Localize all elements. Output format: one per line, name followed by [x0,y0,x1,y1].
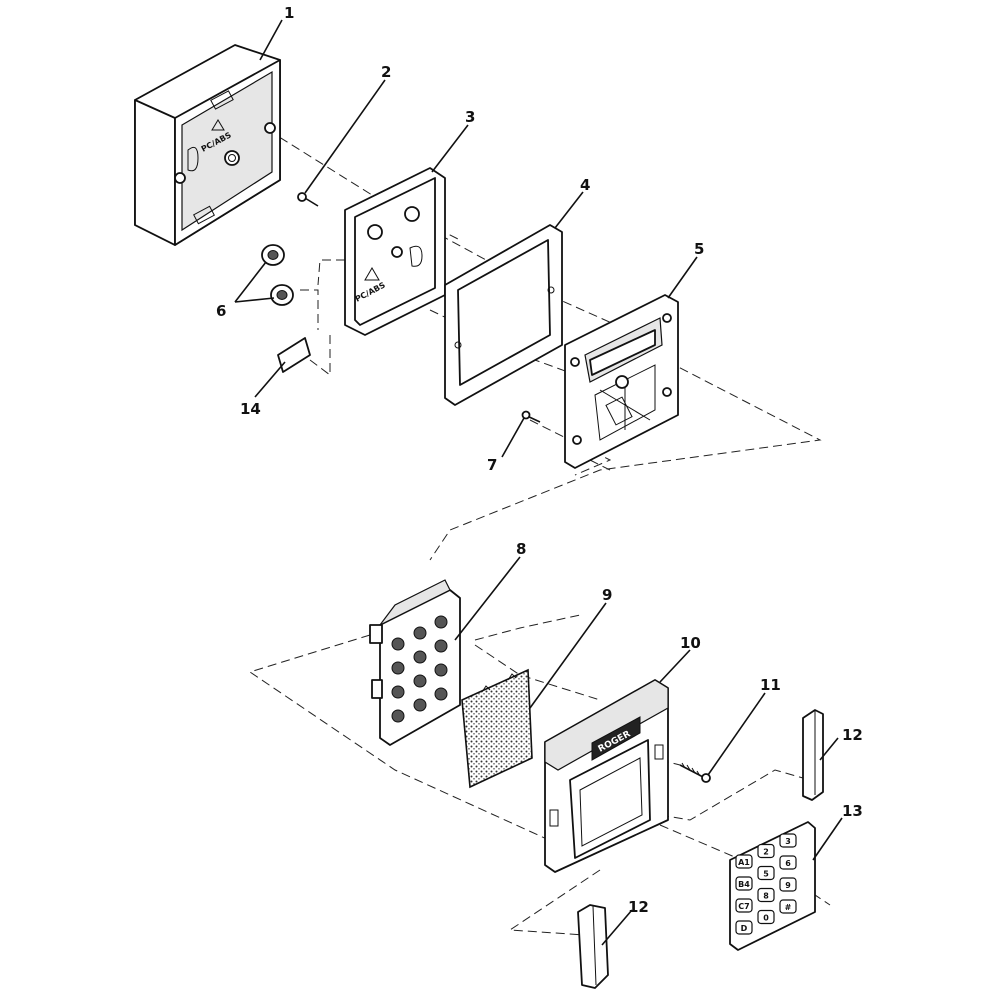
keypad-key [779,855,797,870]
callout-12-lower: 12 [628,898,649,916]
keypad-key-label: 2 [763,848,769,857]
callout-10: 10 [680,634,701,652]
keypad-key-label: 6 [785,859,791,868]
callout-4: 4 [580,176,590,194]
keypad-key [757,909,775,925]
callout-3: 3 [465,108,475,126]
part-8-keypad-board [369,579,461,746]
callout-13: 13 [842,802,863,820]
keypad-key [735,898,753,913]
callout-7: 7 [487,456,497,474]
callout-2: 2 [381,63,391,81]
keypad-key [757,887,775,903]
part-10-front-housing: ROGER [544,679,669,873]
keypad-key [735,854,753,869]
keypad-key-label: 9 [785,881,791,890]
keypad-key [779,899,797,914]
part-2-screw [297,192,319,207]
callout-5: 5 [694,240,704,258]
part-1-back-box: PC/ABS [134,44,281,246]
keypad-key-label: D [741,924,748,933]
keypad-key [779,877,797,892]
part-6-grommets [261,244,294,306]
part-14-label [277,337,311,373]
leader-lines [234,19,843,946]
keypad-key [757,865,775,881]
keypad-key [735,920,753,935]
callout-14: 14 [240,400,261,418]
keypad-key-label: # [785,903,792,912]
part-13-keypad-overlay: A1 2 3B4 5 6C7 8 9D 0 # [729,821,816,951]
keypad-key-label: B4 [738,880,750,889]
part-5-chassis [564,294,679,469]
keypad-key [779,833,797,848]
callout-numbers: 1 2 3 4 5 6 7 8 9 10 11 12 12 13 14 [216,4,863,916]
callout-1: 1 [284,4,294,22]
part-12-side-cap-upper [802,709,824,801]
part-12-side-cap-lower [577,904,609,989]
callout-8: 8 [516,540,526,558]
keypad-key-label: 8 [763,892,769,901]
callout-11: 11 [760,676,781,694]
keypad-key-label: 0 [763,914,769,923]
callout-6: 6 [216,302,226,320]
pcb-buttons [391,615,448,723]
keypad-key-label: 5 [763,870,769,879]
keypad-key [735,876,753,891]
callout-9: 9 [602,586,612,604]
callout-12-upper: 12 [842,726,863,744]
part-4-gasket-frame [444,224,563,406]
keypad-key [757,843,775,859]
keypad-key-label: C7 [738,902,749,911]
keypad-key-label: 3 [785,837,791,846]
keypad-keys: A1 2 3B4 5 6C7 8 9D 0 # [735,833,797,935]
part-7-screw [521,410,541,423]
keypad-key-label: A1 [738,858,750,867]
part-11-screw [679,762,711,783]
part-9-mesh-pad [461,668,533,789]
part-3-back-plate: PC/ABS [344,167,446,336]
